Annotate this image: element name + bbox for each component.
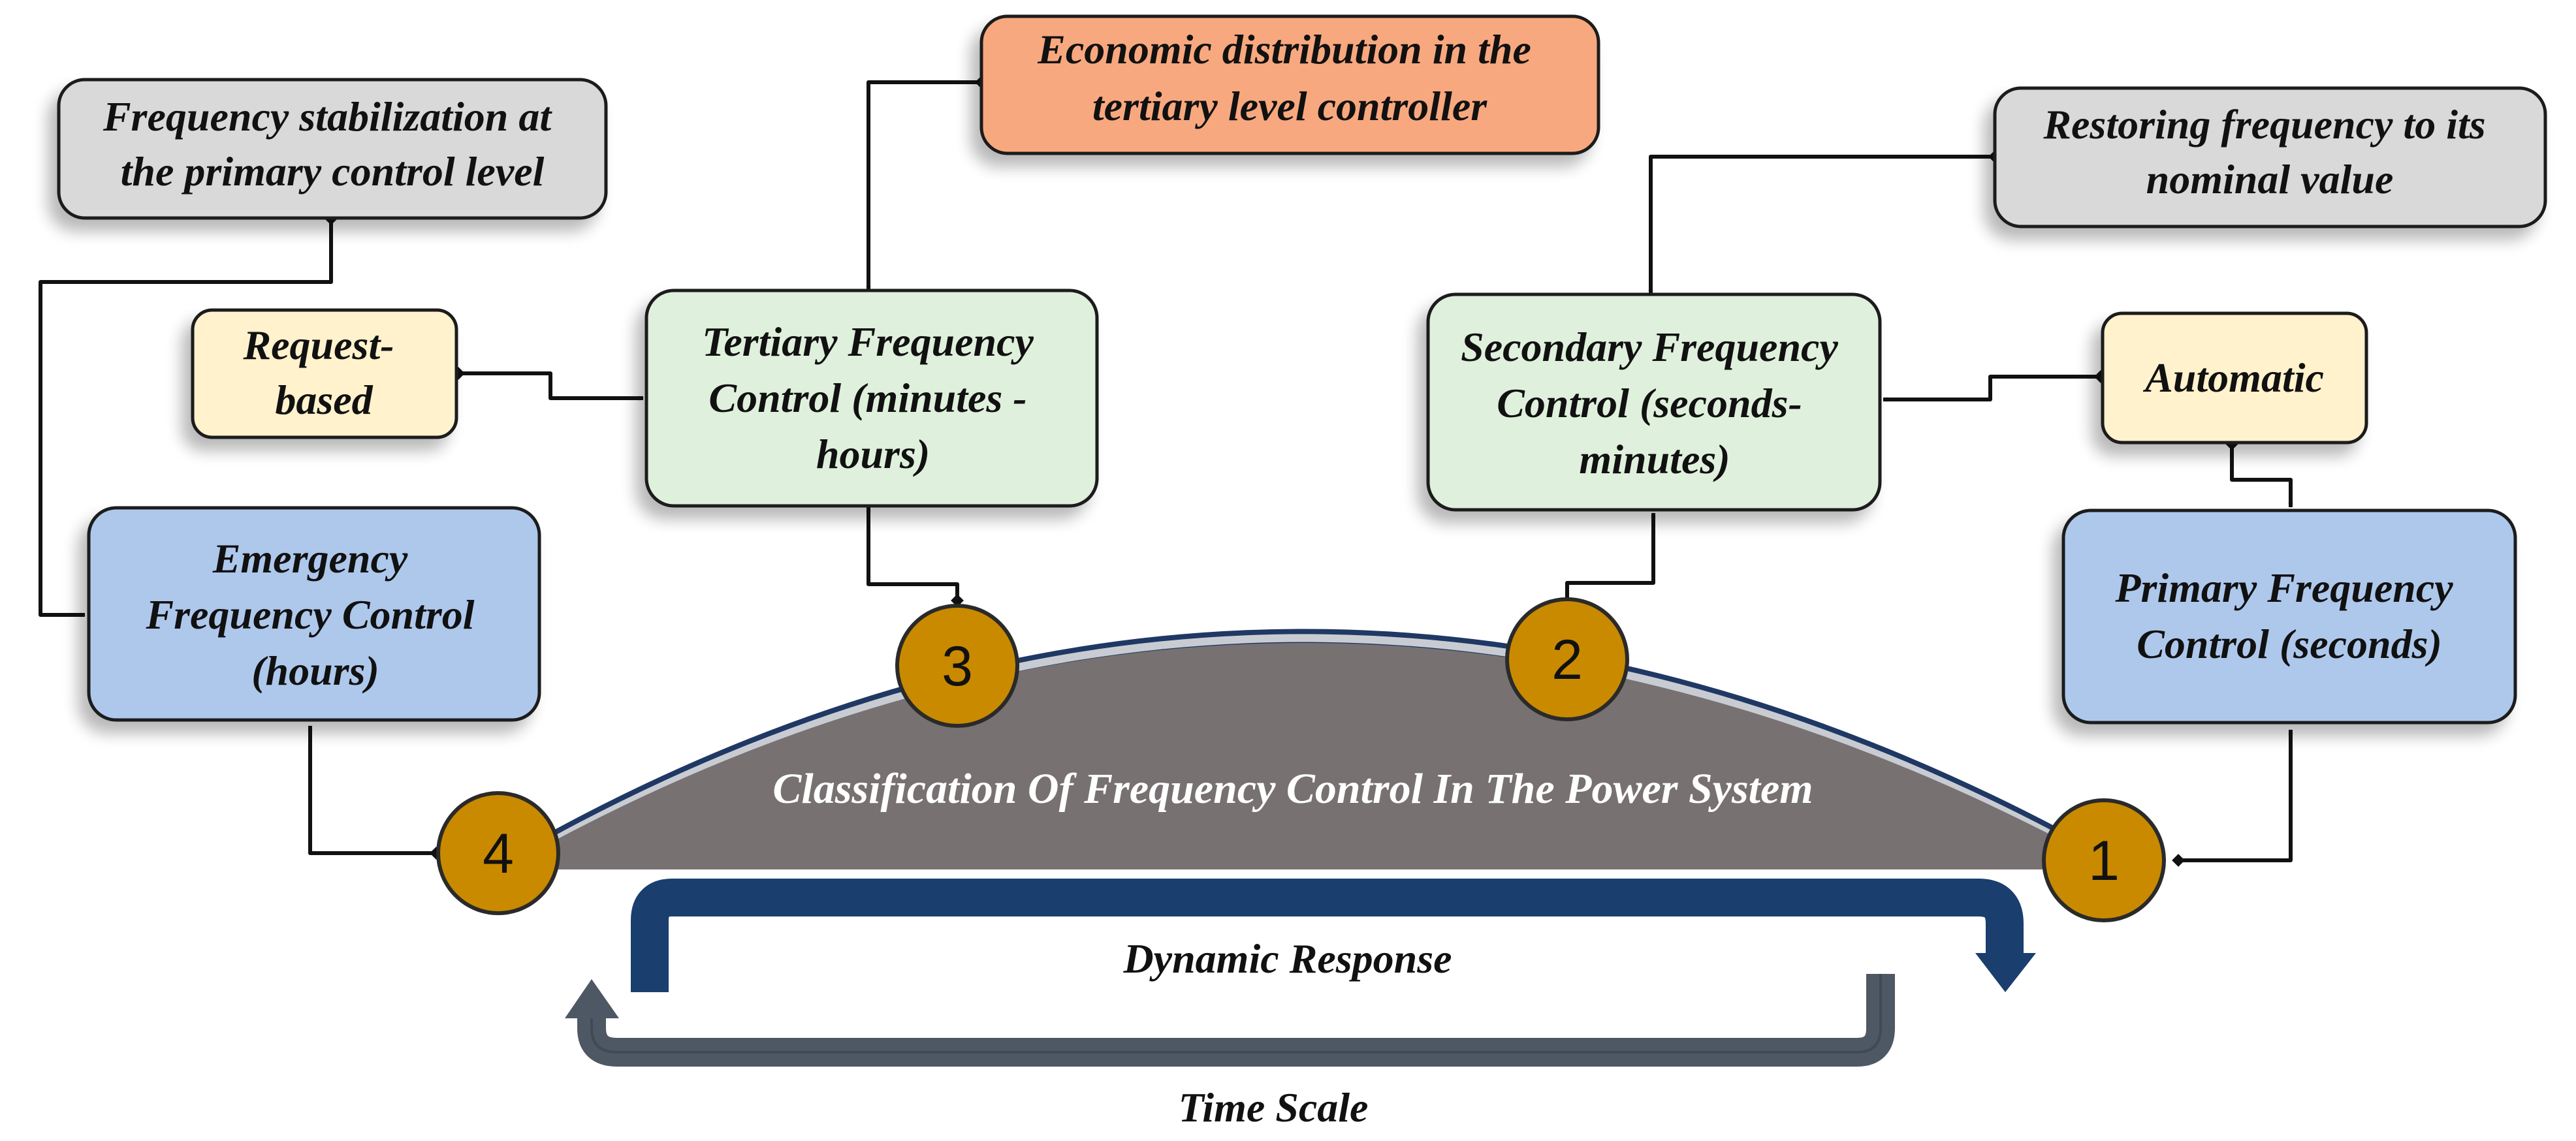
note-frequency-stabilization-line: Frequency stabilization at xyxy=(103,93,553,140)
level-circle-1-number: 1 xyxy=(2088,830,2120,892)
level-box-secondary-text: Secondary Frequency Control (seconds- mi… xyxy=(1461,324,1849,482)
note-request-based-text: Request- based xyxy=(242,322,404,423)
level-box-tertiary xyxy=(644,289,1099,508)
level-line: Control (seconds) xyxy=(2137,621,2442,667)
level-circle-1: 1 xyxy=(2042,798,2166,922)
level-line: hours) xyxy=(816,431,930,477)
level-line: Control (minutes - xyxy=(708,375,1026,421)
note-restoring-frequency-text: Restoring frequency to its nominal value xyxy=(2043,101,2496,202)
level-line: Emergency xyxy=(212,535,408,582)
connector-stabilization-emergency xyxy=(39,219,333,617)
time-scale-arrow xyxy=(565,974,1895,1067)
level-box-emergency-text: Emergency Frequency Control (hours) xyxy=(145,535,485,694)
arc-title: Classification Of Frequency Control In T… xyxy=(772,765,1813,813)
level-box-primary xyxy=(2061,508,2517,725)
connector-4-emergency xyxy=(308,725,436,855)
connector-3-tertiary xyxy=(866,507,959,601)
note-frequency-stabilization-line: the primary control level xyxy=(121,148,545,195)
level-line: Frequency Control xyxy=(145,591,474,638)
level-circle-4: 4 xyxy=(436,791,560,915)
level-line: (hours) xyxy=(251,648,379,694)
note-automatic xyxy=(2101,311,2368,445)
level-box-primary-text: Primary Frequency Control (seconds) xyxy=(2114,565,2463,667)
note-frequency-stabilization-text: Frequency stabilization at the primary c… xyxy=(103,93,562,195)
level-line: Tertiary Frequency xyxy=(702,319,1034,365)
classification-arc: Classification Of Frequency Control In T… xyxy=(511,629,2094,870)
note-automatic-line: Automatic xyxy=(2142,354,2324,401)
note-economic-distribution-line: tertiary level controller xyxy=(1092,83,1487,129)
level-box-secondary xyxy=(1426,292,1882,512)
connector-restoring-secondary xyxy=(1648,155,1995,295)
level-line: Control (seconds- xyxy=(1497,380,1802,426)
connector-request-tertiary xyxy=(458,371,644,401)
note-automatic-text: Automatic xyxy=(2142,354,2324,401)
dynamic-response-label: Dynamic Response xyxy=(1122,935,1452,982)
note-request-based-line: Request- xyxy=(242,322,394,368)
dynamic-response-arrow xyxy=(631,879,2036,992)
note-economic-distribution xyxy=(979,14,1600,155)
level-line: Primary Frequency xyxy=(2114,565,2453,611)
level-circle-4-number: 4 xyxy=(483,822,514,885)
connector-1-primary xyxy=(2178,729,2293,862)
note-restoring-frequency-line: Restoring frequency to its xyxy=(2043,101,2485,148)
level-box-tertiary-text: Tertiary Frequency Control (minutes - ho… xyxy=(702,319,1044,477)
level-circle-3-number: 3 xyxy=(942,635,973,698)
note-economic-distribution-line: Economic distribution in the xyxy=(1037,26,1531,72)
level-circle-2-number: 2 xyxy=(1551,629,1583,691)
note-restoring-frequency-line: nominal value xyxy=(2146,156,2394,202)
level-circle-2: 2 xyxy=(1505,597,1629,721)
note-economic-distribution-text: Economic distribution in the tertiary le… xyxy=(1037,26,1542,129)
connector-2-secondary xyxy=(1565,512,1656,607)
connector-automatic-secondary xyxy=(1883,375,2101,402)
connector-economic-tertiary xyxy=(866,80,981,291)
arc-highlight xyxy=(514,634,2091,866)
level-box-emergency xyxy=(87,506,541,722)
time-scale-label: Time Scale xyxy=(1179,1084,1369,1131)
note-restoring-frequency xyxy=(1993,86,2547,228)
note-frequency-stabilization xyxy=(57,78,608,220)
connector-automatic-primary xyxy=(2230,444,2293,508)
level-circle-3: 3 xyxy=(895,604,1019,728)
arc-body xyxy=(516,642,2090,869)
note-request-based-line: based xyxy=(275,377,373,423)
level-line: Secondary Frequency xyxy=(1461,324,1838,370)
level-line: minutes) xyxy=(1579,436,1730,482)
note-request-based xyxy=(191,308,458,439)
